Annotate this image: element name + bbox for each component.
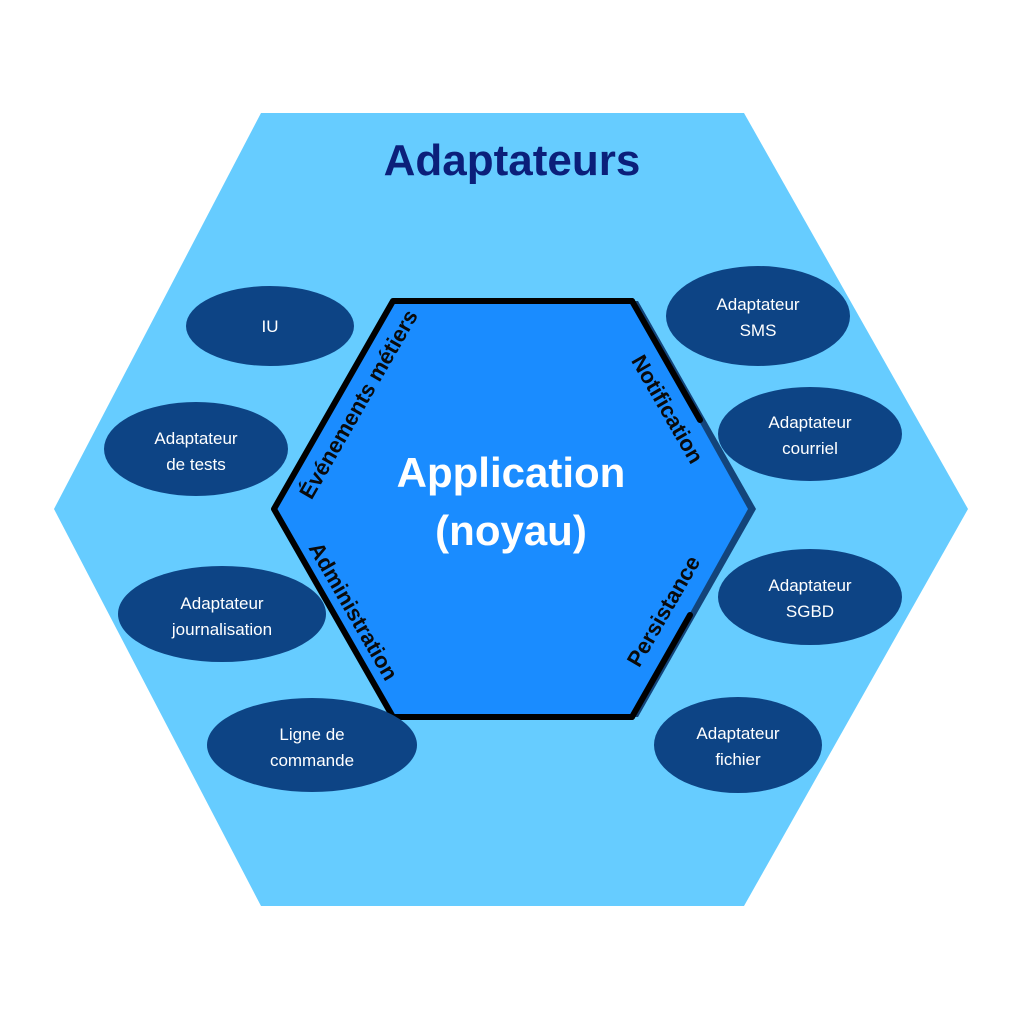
outer-title: Adaptateurs bbox=[384, 136, 641, 185]
adapter-dbms-label-line-2: SGBD bbox=[786, 602, 834, 621]
adapter-email-label-line-1: Adaptateur bbox=[768, 413, 852, 432]
adapter-ui-shape bbox=[186, 286, 354, 366]
adapter-ui: IU bbox=[186, 286, 354, 366]
core-outline-bottom-right bbox=[629, 612, 693, 720]
adapter-sms-shape bbox=[666, 266, 850, 366]
adapter-logging: Adaptateur journalisation bbox=[118, 566, 326, 662]
adapter-dbms-label-line-1: Adaptateur bbox=[768, 576, 852, 595]
adapter-tests: Adaptateur de tests bbox=[104, 402, 288, 496]
adapter-file: Adaptateur fichier bbox=[654, 697, 822, 793]
core-hexagon-outline bbox=[271, 298, 703, 720]
adapter-tests-shape bbox=[104, 402, 288, 496]
adapter-cli-label-line-2: commande bbox=[270, 751, 354, 770]
adapter-logging-shape bbox=[118, 566, 326, 662]
core-outline-top-right bbox=[629, 298, 703, 423]
adapter-cli-shape bbox=[207, 698, 417, 792]
adapter-sms: Adaptateur SMS bbox=[666, 266, 850, 366]
adapter-email: Adaptateur courriel bbox=[718, 387, 902, 481]
adapter-sms-label-line-1: Adaptateur bbox=[716, 295, 800, 314]
adapter-file-label-line-2: fichier bbox=[715, 750, 761, 769]
adapter-cli: Ligne de commande bbox=[207, 698, 417, 792]
core-outline-left bbox=[271, 298, 635, 720]
adapter-tests-label-line-1: Adaptateur bbox=[154, 429, 238, 448]
adapter-file-shape bbox=[654, 697, 822, 793]
adapter-file-label-line-1: Adaptateur bbox=[696, 724, 780, 743]
core-title-line-1: Application bbox=[397, 449, 626, 496]
adapter-tests-label-line-2: de tests bbox=[166, 455, 226, 474]
adapter-dbms: Adaptateur SGBD bbox=[718, 549, 902, 645]
adapter-dbms-shape bbox=[718, 549, 902, 645]
adapter-ui-label: IU bbox=[262, 317, 279, 336]
adapter-sms-label-line-2: SMS bbox=[740, 321, 777, 340]
adapter-logging-label-line-2: journalisation bbox=[171, 620, 272, 639]
adapter-logging-label-line-1: Adaptateur bbox=[180, 594, 264, 613]
adapter-cli-label-line-1: Ligne de bbox=[279, 725, 344, 744]
core-title-line-2: (noyau) bbox=[435, 507, 587, 554]
core-hexagon bbox=[274, 301, 748, 717]
adapter-email-label-line-2: courriel bbox=[782, 439, 838, 458]
adapter-email-shape bbox=[718, 387, 902, 481]
